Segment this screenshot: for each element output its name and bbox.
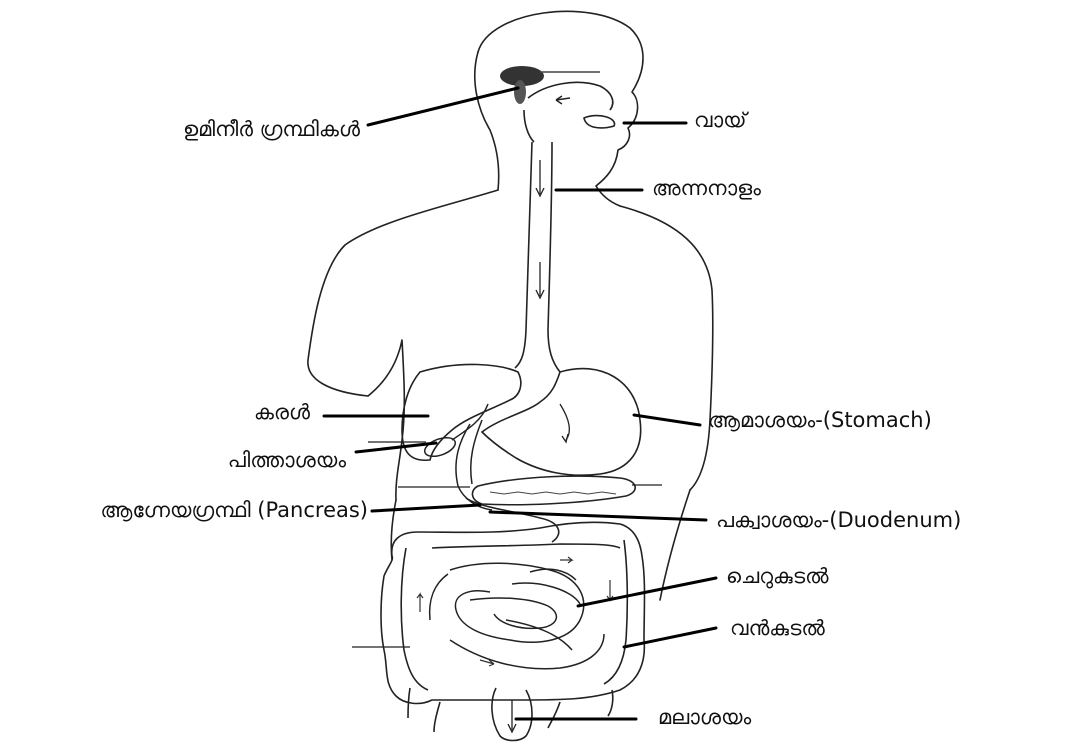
label-large-intestine: വൻകുടൽ (730, 618, 825, 639)
neck-back-outline (475, 52, 499, 190)
label-rectum: മലാശയം (658, 707, 751, 728)
label-oesophagus: അന്നനാളം (652, 178, 761, 199)
oral-cavity-shape (524, 82, 615, 142)
oesophagus-shape (515, 142, 560, 372)
small-intestine-shape (430, 563, 604, 669)
stomach-shape (482, 369, 641, 476)
label-duodenum: പക്വാശയം-(Duodenum) (716, 510, 961, 531)
label-liver: കരൾ (180, 402, 310, 423)
label-small-intestine: ചെറുകുടൽ (726, 566, 829, 587)
pancreas-shape (472, 476, 635, 505)
label-mouth: വായ് (694, 110, 746, 131)
label-salivary-glands: ഉമിനീർ ഗ്രന്ഥികൾ (95, 119, 360, 140)
salivary-gland-shape (500, 66, 600, 104)
label-pancreas: ആഗ്നേയഗ്രന്ഥി (Pancreas) (0, 500, 368, 521)
label-stomach: ആമാശയം-(Stomach) (708, 410, 932, 431)
head-outline (478, 11, 643, 206)
shoulder-right-outline (620, 206, 713, 490)
large-intestine-shape (381, 522, 645, 732)
label-gallbladder: പിത്താശയം (120, 450, 346, 471)
torso-left-outline (368, 340, 404, 500)
